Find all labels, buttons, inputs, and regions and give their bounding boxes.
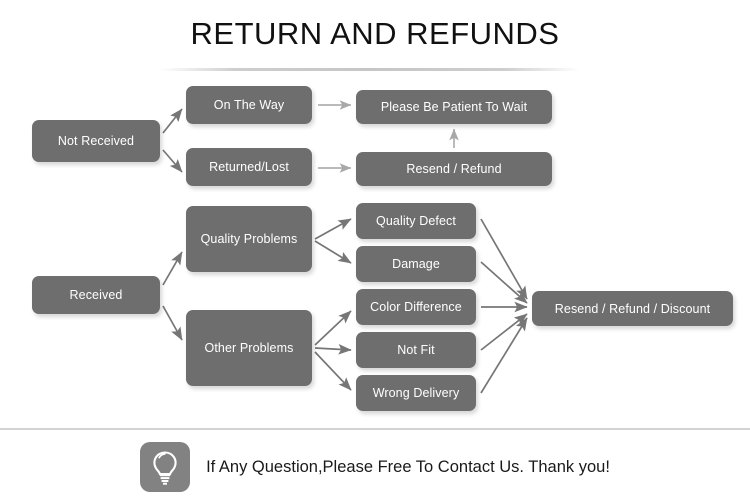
edge-other-problems-to-color-difference <box>314 310 352 346</box>
node-label: Quality Problems <box>200 232 298 246</box>
node-not-received[interactable]: Not Received <box>32 120 160 162</box>
node-resend-refund[interactable]: Resend / Refund <box>356 152 552 186</box>
node-label: Other Problems <box>204 341 294 355</box>
lightbulb-icon <box>140 442 191 492</box>
edge-received-to-quality-problems <box>162 251 183 286</box>
edge-other-problems-to-wrong-delivery <box>314 351 352 391</box>
node-wrong-delivery[interactable]: Wrong Delivery <box>356 375 476 411</box>
node-label: Quality Defect <box>376 214 456 228</box>
edge-other-problems-to-not-fit <box>314 344 352 355</box>
node-damage[interactable]: Damage <box>356 246 476 282</box>
edge-not-received-to-on-the-way <box>162 108 183 134</box>
node-label: Please Be Patient To Wait <box>380 100 528 114</box>
footer-divider <box>0 428 750 430</box>
edge-not-received-to-returned-lost <box>162 149 183 173</box>
node-color-difference[interactable]: Color Difference <box>356 289 476 325</box>
node-label: Resend / Refund / Discount <box>554 301 711 316</box>
footer: If Any Question,Please Free To Contact U… <box>0 436 750 498</box>
node-label: On The Way <box>213 98 285 112</box>
flowchart-arrow-layer <box>162 100 528 394</box>
node-label: Not Fit <box>397 343 435 357</box>
edge-received-to-other-problems <box>162 305 183 341</box>
node-label: Received <box>69 288 123 302</box>
node-label: Color Difference <box>370 300 462 314</box>
page-title: RETURN AND REFUNDS <box>190 16 560 51</box>
node-label: Returned/Lost <box>209 160 289 174</box>
node-on-the-way[interactable]: On The Way <box>186 86 312 124</box>
node-received[interactable]: Received <box>32 276 160 314</box>
flowchart: Not Received On The Way Returned/Lost Pl… <box>32 86 733 411</box>
node-quality-defect[interactable]: Quality Defect <box>356 203 476 239</box>
edge-damage-to-final <box>480 261 528 304</box>
node-label: Resend / Refund <box>406 162 502 176</box>
node-label: Wrong Delivery <box>372 386 460 400</box>
node-please-be-patient-to-wait[interactable]: Please Be Patient To Wait <box>356 90 552 124</box>
node-other-problems[interactable]: Other Problems <box>186 310 312 386</box>
node-returned-lost[interactable]: Returned/Lost <box>186 148 312 186</box>
edge-quality-defect-to-final <box>480 218 528 300</box>
node-label: Damage <box>392 257 440 271</box>
edge-quality-problems-to-damage <box>314 240 352 264</box>
edge-wrong-delivery-to-final <box>480 317 528 394</box>
footer-text: If Any Question,Please Free To Contact U… <box>206 457 610 476</box>
edge-quality-problems-to-quality-defect <box>314 218 352 240</box>
node-resend-refund-discount[interactable]: Resend / Refund / Discount <box>532 291 733 326</box>
edge-not-fit-to-final <box>480 313 528 351</box>
node-not-fit[interactable]: Not Fit <box>356 332 476 368</box>
title-divider <box>160 68 580 71</box>
node-label: Not Received <box>57 134 135 148</box>
node-quality-problems[interactable]: Quality Problems <box>186 206 312 272</box>
